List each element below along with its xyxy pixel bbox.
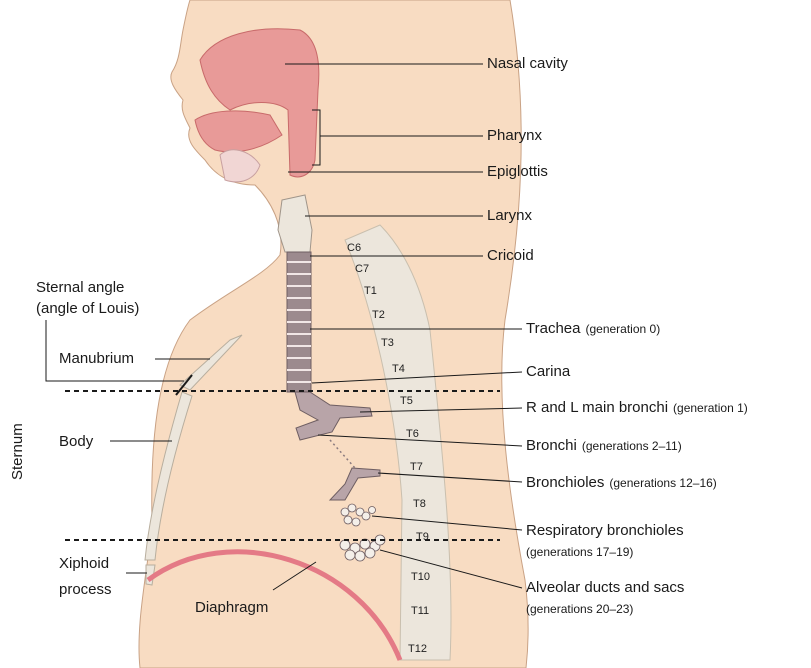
- label-trachea: Trachea(generation 0): [526, 320, 660, 337]
- label-diaphragm: Diaphragm: [195, 599, 268, 616]
- label-main-bronchi: R and L main bronchi(generation 1): [526, 399, 748, 416]
- label-epiglottis: Epiglottis: [487, 163, 548, 180]
- vertebra-label: C6: [347, 242, 361, 254]
- vertebra-label: T12: [408, 643, 427, 655]
- label-angle-of-louis: (angle of Louis): [36, 300, 139, 317]
- label-pharynx: Pharynx: [487, 127, 543, 144]
- label-process: process: [59, 581, 112, 598]
- vertebra-label: T3: [381, 337, 394, 349]
- vertebra-label: T11: [411, 605, 429, 617]
- label-larynx: Larynx: [487, 207, 533, 224]
- label-carina: Carina: [526, 363, 571, 380]
- label-xiphoid: Xiphoid: [59, 555, 109, 572]
- label-bronchioles: Bronchioles(generations 12–16): [526, 474, 717, 491]
- label-manubrium: Manubrium: [59, 350, 134, 367]
- label-cricoid: Cricoid: [487, 247, 534, 264]
- label-sternal-angle: Sternal angle: [36, 279, 124, 296]
- larynx-shape: [278, 195, 312, 252]
- label-bronchi: Bronchi(generations 2–11): [526, 437, 682, 454]
- label-nasal-cavity: Nasal cavity: [487, 55, 568, 72]
- vertebra-label: T9: [416, 531, 429, 543]
- vertebra-label: T4: [392, 363, 405, 375]
- label-sternum: Sternum: [9, 423, 26, 480]
- vertebra-label: T8: [413, 498, 426, 510]
- label-respiratory-bronchioles-sub: (generations 17–19): [526, 545, 633, 559]
- vertebra-label: T7: [410, 461, 423, 473]
- vertebra-label: T10: [411, 571, 430, 583]
- label-alveolar: Alveolar ducts and sacs: [526, 579, 684, 596]
- label-respiratory-bronchioles: Respiratory bronchioles: [526, 522, 684, 539]
- vertebra-label: C7: [355, 263, 369, 275]
- body-silhouette: [139, 0, 528, 668]
- label-alveolar-sub: (generations 20–23): [526, 602, 633, 616]
- vertebra-label: T6: [406, 428, 419, 440]
- vertebra-label: T5: [400, 395, 413, 407]
- vertebra-label: T1: [364, 285, 377, 297]
- label-body: Body: [59, 433, 94, 450]
- vertebra-label: T2: [372, 309, 385, 321]
